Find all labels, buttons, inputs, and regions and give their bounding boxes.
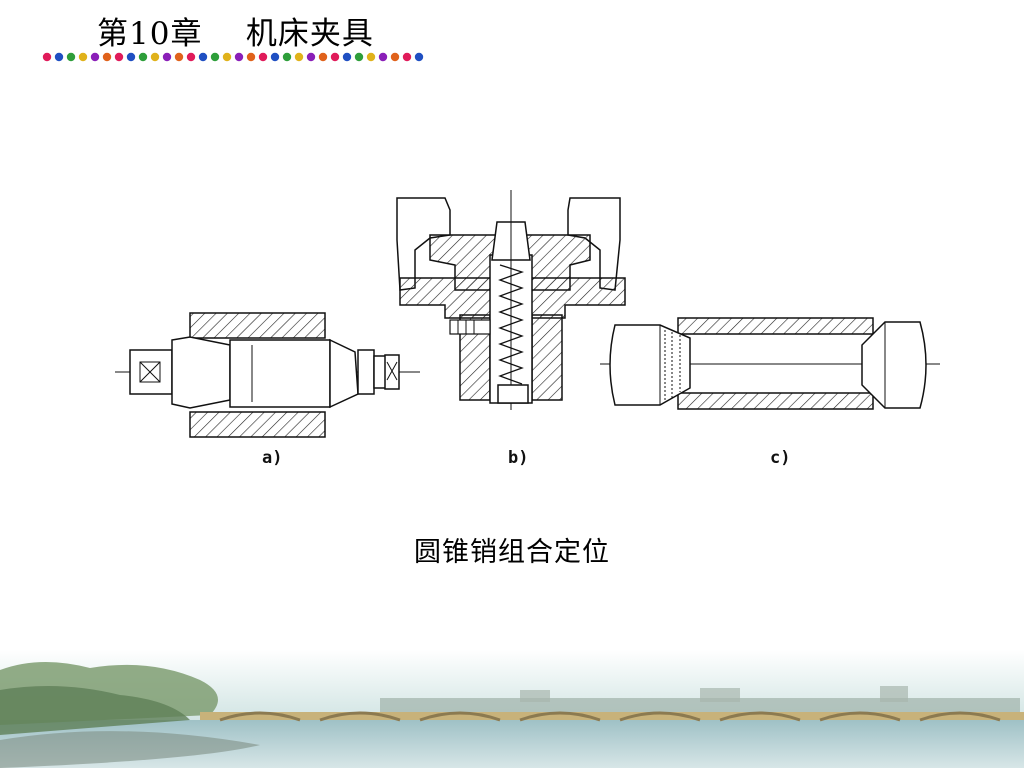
decorative-dot xyxy=(342,52,352,62)
technical-drawing xyxy=(115,190,940,438)
decorative-dot xyxy=(54,52,64,62)
decorative-dot xyxy=(78,52,88,62)
decorative-dot xyxy=(246,52,256,62)
decorative-dot xyxy=(102,52,112,62)
figure-c-drawing xyxy=(600,317,940,410)
decorative-dot xyxy=(282,52,292,62)
slide-title: 第10章 机床夹具 xyxy=(97,16,374,52)
decorative-dot xyxy=(174,52,184,62)
figure-label-b: b) xyxy=(508,448,529,468)
figure-caption: 圆锥销组合定位 xyxy=(414,537,610,568)
decorative-dot xyxy=(270,52,280,62)
decorative-dot xyxy=(306,52,316,62)
figure-b-drawing xyxy=(396,190,626,410)
figure-label-c: c) xyxy=(770,448,791,468)
decorative-dot xyxy=(402,52,412,62)
decorative-dot xyxy=(234,52,244,62)
figure-label-a: a) xyxy=(262,448,283,468)
decorative-dot xyxy=(414,52,424,62)
decorative-dot xyxy=(66,52,76,62)
decorative-dot xyxy=(90,52,100,62)
decorative-dot xyxy=(354,52,364,62)
decorative-dot xyxy=(390,52,400,62)
river-bridge-scenery xyxy=(0,650,1024,768)
decorative-dot xyxy=(126,52,136,62)
decorative-dot xyxy=(114,52,124,62)
decorative-dot xyxy=(318,52,328,62)
decorative-dot xyxy=(210,52,220,62)
decorative-dot xyxy=(366,52,376,62)
decorative-dot xyxy=(150,52,160,62)
figure-a-drawing xyxy=(115,312,420,438)
decorative-dot xyxy=(222,52,232,62)
decorative-dot xyxy=(162,52,172,62)
decorative-dot xyxy=(186,52,196,62)
decorative-dot xyxy=(294,52,304,62)
decorative-dot xyxy=(378,52,388,62)
decorative-dot xyxy=(42,52,52,62)
decorative-dot-row xyxy=(42,52,424,62)
decorative-dot xyxy=(138,52,148,62)
decorative-dot xyxy=(330,52,340,62)
decorative-dot xyxy=(258,52,268,62)
decorative-dot xyxy=(198,52,208,62)
